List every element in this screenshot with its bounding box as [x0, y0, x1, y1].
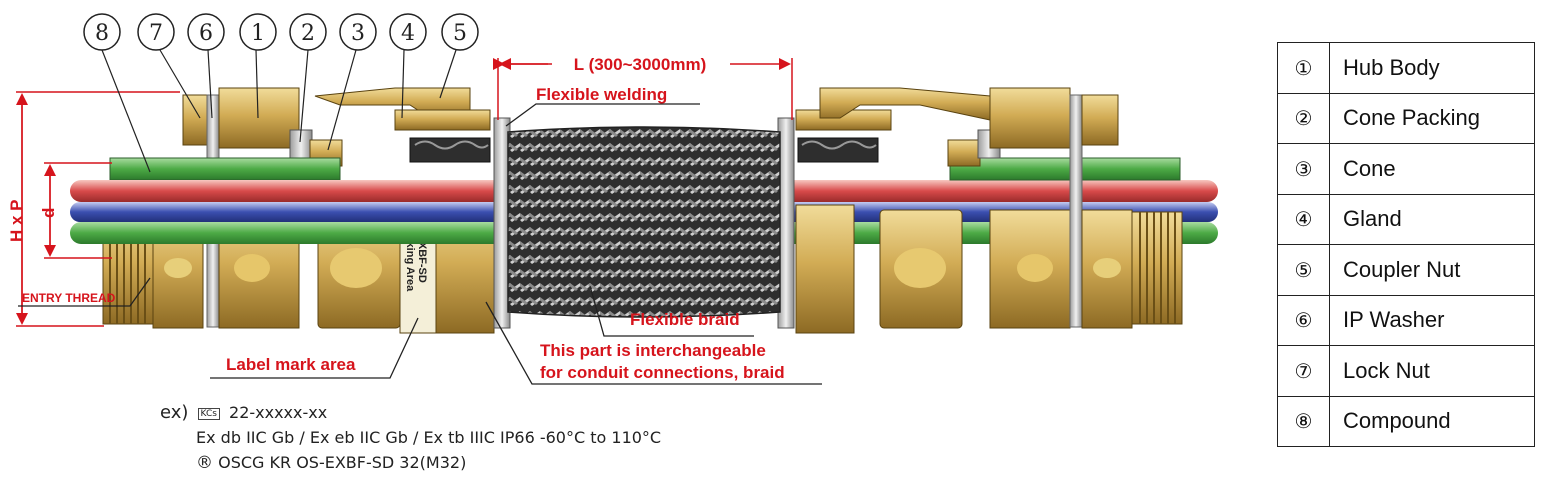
legend-label: Gland [1329, 193, 1535, 245]
callout-1: 1 [239, 13, 277, 51]
example-line-1: ex) KCs 22-xxxxx-xx [160, 402, 327, 423]
annotation-lines [18, 103, 822, 385]
hub-body [218, 87, 300, 149]
example-model: OSCG KR OS-EXBF-SD 32(M32) [218, 453, 467, 472]
legend-label: Lock Nut [1329, 345, 1535, 397]
d-label: d [39, 208, 58, 218]
svg-text:6: 6 [199, 21, 213, 46]
legend-label: Compound [1329, 395, 1535, 447]
svg-text:1: 1 [251, 21, 265, 46]
callout-8: 8 [83, 13, 121, 51]
right-gland-assembly [795, 87, 1183, 334]
callout-5: 5 [441, 13, 479, 51]
svg-text:5: 5 [453, 21, 467, 46]
legend-num: ⑦ [1277, 345, 1330, 397]
svg-text:7: 7 [149, 21, 163, 46]
kcs-cert-icon: KCs [197, 407, 220, 420]
callout-4: 4 [389, 13, 427, 51]
dimension-d [44, 162, 112, 259]
legend-label: Hub Body [1329, 42, 1535, 94]
legend-num: ⑧ [1277, 395, 1330, 447]
callout-6: 6 [187, 13, 225, 51]
svg-text:2: 2 [301, 21, 315, 46]
legend-num: ③ [1277, 143, 1330, 195]
legend-num: ⑥ [1277, 294, 1330, 346]
label-mark-area-label: Label mark area [226, 355, 356, 374]
dimension-length [493, 58, 793, 120]
flexible-welding-label: Flexible welding [536, 85, 667, 104]
compound [109, 157, 341, 181]
legend-label: Coupler Nut [1329, 244, 1535, 296]
svg-text:3: 3 [351, 21, 365, 46]
example-prefix: ex) [160, 402, 189, 423]
callout-7: 7 [137, 13, 175, 51]
example-line-3: ® OSCG KR OS-EXBF-SD 32(M32) [196, 453, 466, 473]
legend-label: Cone [1329, 143, 1535, 195]
legend-num: ⑤ [1277, 244, 1330, 296]
length-label: L (300~3000mm) [574, 55, 706, 74]
svg-text:4: 4 [401, 21, 415, 46]
svg-text:8: 8 [95, 21, 109, 46]
legend-num: ② [1277, 92, 1330, 144]
flexible-braid [493, 117, 795, 329]
legend-num: ① [1277, 42, 1330, 94]
flexible-braid-label: Flexible braid [630, 310, 740, 329]
example-cert-number: 22-xxxxx-xx [229, 403, 328, 422]
legend-num: ④ [1277, 193, 1330, 245]
legend-label: Cone Packing [1329, 92, 1535, 144]
example-line-2: Ex db IIC Gb / Ex eb IIC Gb / Ex tb IIIC… [196, 428, 662, 447]
callouts: 8 7 6 1 2 3 4 5 [83, 13, 479, 173]
interchangeable-line-2: for conduit connections, braid [540, 363, 785, 382]
entry-thread-label: ENTRY THREAD [22, 291, 116, 305]
legend-label: IP Washer [1329, 294, 1535, 346]
callout-3: 3 [339, 13, 377, 51]
callout-2: 2 [289, 13, 327, 51]
hxp-label: H x P [7, 199, 26, 242]
interchangeable-line-1: This part is interchangeable [540, 341, 766, 360]
registered-icon: ® [196, 453, 213, 473]
dimension-hxp [16, 91, 180, 327]
